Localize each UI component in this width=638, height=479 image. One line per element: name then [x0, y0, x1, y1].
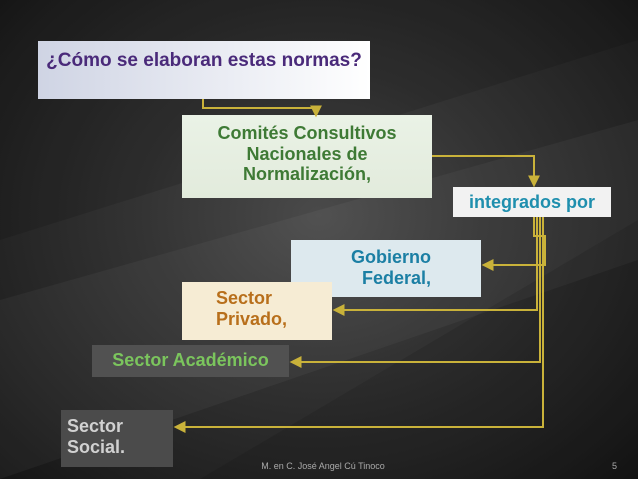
footer-author: M. en C. José Angel Cú Tinoco	[261, 461, 385, 471]
question-text: ¿Cómo se elaboran estas normas?	[46, 50, 362, 71]
page-number: 5	[612, 461, 618, 471]
integrados-box: integrados por	[453, 187, 611, 217]
academico-box: Sector Académico	[92, 345, 289, 377]
academico-text: Sector Académico	[112, 350, 269, 370]
gobierno-text: Gobierno Federal,	[351, 247, 431, 288]
social-text: Sector Social.	[67, 416, 126, 457]
privado-text: Sector Privado,	[216, 288, 288, 329]
comites-text: Comités Consultivos Nacionales de Normal…	[217, 123, 397, 185]
comites-box: Comités Consultivos Nacionales de Normal…	[182, 115, 432, 198]
privado-box: Sector Privado,	[182, 282, 332, 340]
social-box: Sector Social.	[61, 410, 173, 467]
integrados-text: integrados por	[468, 192, 595, 212]
question-box: ¿Cómo se elaboran estas normas?	[38, 41, 370, 99]
